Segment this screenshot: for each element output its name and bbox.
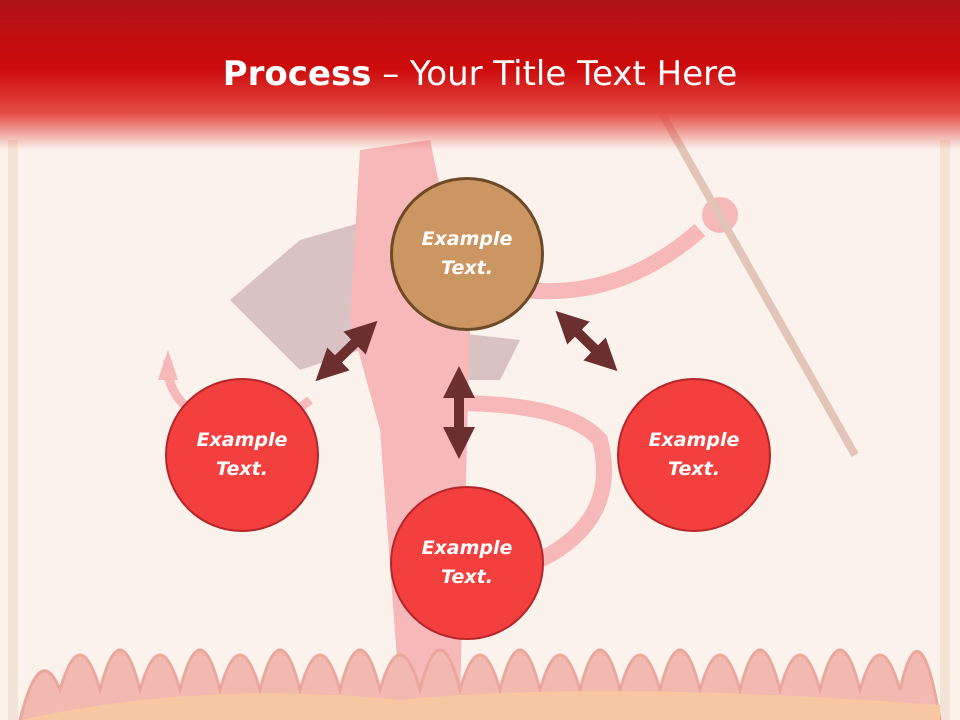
arrow-right-diagonal — [555, 310, 618, 372]
node-text-line2: Text. — [441, 566, 493, 588]
node-text-line1: Example — [421, 228, 513, 250]
node-text-line1: Example — [421, 537, 513, 559]
title-bold: Process — [222, 54, 372, 94]
node-text-line2: Text. — [216, 458, 268, 480]
node-text-line1: Example — [196, 429, 288, 451]
arrow-left-diagonal — [315, 320, 378, 382]
node-text-line1: Example — [648, 429, 740, 451]
title-bar — [0, 0, 960, 150]
slide-title: Process – Your Title Text Here — [0, 54, 960, 94]
node-text-line2: Text. — [441, 257, 493, 279]
title-rest: – Your Title Text Here — [371, 54, 738, 94]
node-text-line2: Text. — [668, 458, 720, 480]
